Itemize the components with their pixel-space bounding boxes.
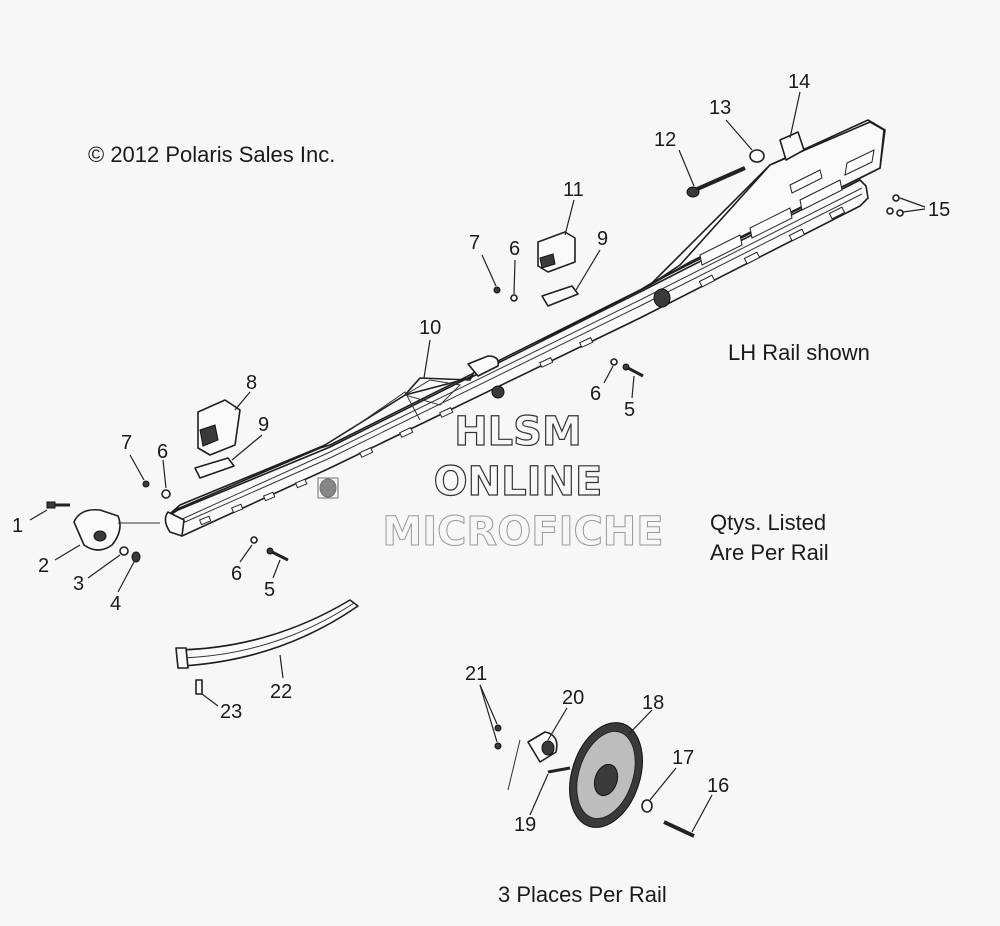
callout-17[interactable]: 17 xyxy=(672,747,694,769)
callout-6a[interactable]: 6 xyxy=(157,441,168,463)
callout-10[interactable]: 10 xyxy=(419,317,441,339)
callout-19[interactable]: 19 xyxy=(514,814,536,836)
slide-rail xyxy=(164,119,886,537)
callout-2[interactable]: 2 xyxy=(38,555,49,577)
leader-lines xyxy=(29,91,926,833)
callout-3[interactable]: 3 xyxy=(73,573,84,595)
copyright-text: © 2012 Polaris Sales Inc. xyxy=(88,142,335,167)
wheel-assembly xyxy=(494,722,695,838)
rail-shown-note: LH Rail shown xyxy=(728,340,870,365)
qty-note-line-2: Are Per Rail xyxy=(710,540,829,565)
callout-6b[interactable]: 6 xyxy=(231,563,242,585)
front-tip-assembly xyxy=(46,501,160,563)
callout-7b[interactable]: 7 xyxy=(469,232,480,254)
callout-21[interactable]: 21 xyxy=(465,663,487,685)
wear-strip xyxy=(175,599,359,695)
watermark-line-3: MICROFICHE xyxy=(382,509,663,555)
callout-16[interactable]: 16 xyxy=(707,775,729,797)
qty-note-line-1: Qtys. Listed xyxy=(710,510,826,535)
callout-7a[interactable]: 7 xyxy=(121,432,132,454)
callout-6c[interactable]: 6 xyxy=(509,238,520,260)
watermark-line-2: ONLINE xyxy=(434,459,603,505)
callout-13[interactable]: 13 xyxy=(709,97,731,119)
callout-4[interactable]: 4 xyxy=(110,593,121,615)
upper-bracket-parts xyxy=(493,231,579,307)
callout-12[interactable]: 12 xyxy=(654,129,676,151)
callout-14[interactable]: 14 xyxy=(788,71,810,93)
callout-15[interactable]: 15 xyxy=(928,199,950,221)
front-bracket-parts xyxy=(142,399,241,499)
watermark: HLSM ONLINE MICROFICHE xyxy=(382,408,664,555)
callout-18[interactable]: 18 xyxy=(642,692,664,714)
callout-5a[interactable]: 5 xyxy=(264,579,275,601)
rear-bolt-parts xyxy=(686,131,904,217)
mid-right-fasteners xyxy=(610,358,644,378)
callout-9a[interactable]: 9 xyxy=(258,414,269,436)
callout-1[interactable]: 1 xyxy=(12,515,23,537)
callout-5b[interactable]: 5 xyxy=(624,399,635,421)
callout-8[interactable]: 8 xyxy=(246,372,257,394)
callout-11[interactable]: 11 xyxy=(563,179,584,201)
callout-22[interactable]: 22 xyxy=(270,681,292,703)
lower-fasteners xyxy=(250,536,289,562)
places-note: 3 Places Per Rail xyxy=(498,882,667,907)
watermark-line-1: HLSM xyxy=(454,409,582,455)
callout-6d[interactable]: 6 xyxy=(590,383,601,405)
callout-20[interactable]: 20 xyxy=(562,687,584,709)
callout-23[interactable]: 23 xyxy=(220,701,242,723)
bolt-1 xyxy=(46,501,70,509)
callout-9b[interactable]: 9 xyxy=(597,228,608,250)
callouts: 1 2 3 4 5 5 6 6 6 6 7 7 8 9 9 10 11 12 1… xyxy=(12,71,950,836)
